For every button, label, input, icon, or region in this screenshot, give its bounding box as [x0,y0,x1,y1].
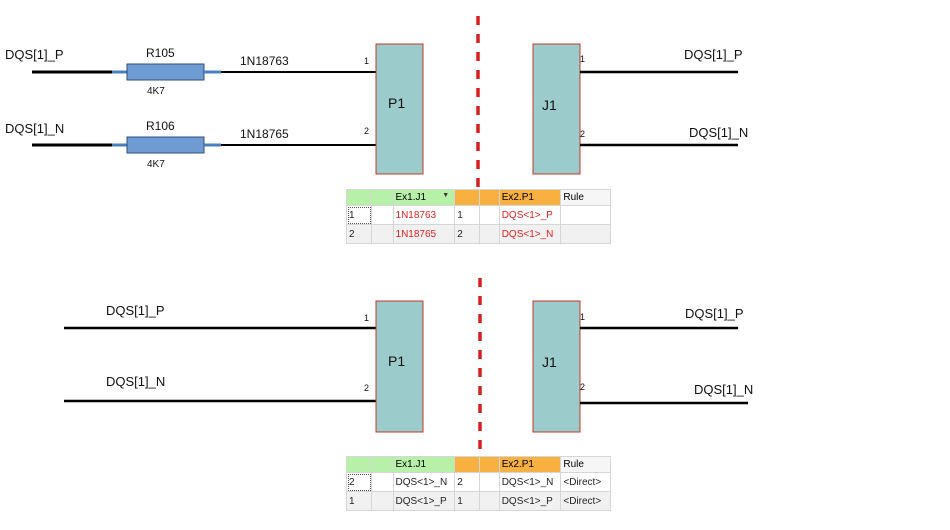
table-cell[interactable] [371,224,394,244]
table-header-cell[interactable]: Ex2.P1 [498,456,562,473]
table-header-row: Ex1.J1 ▼ Ex2.P1 Rule [345,189,611,206]
table-header-cell[interactable]: Ex1.J1 [392,456,456,473]
resistor-r106[interactable] [126,136,205,154]
table-cell[interactable]: DQS<1>_N [392,472,456,492]
table-cell[interactable] [479,205,500,225]
component-label-p1: P1 [388,353,406,369]
table-header-cell [345,456,373,473]
net-label-dqs-p: DQS[1]_P [5,47,64,62]
table-header-row: Ex1.J1 Ex2.P1 Rule [345,456,611,473]
component-label-p1: P1 [388,95,406,111]
table-header-cell[interactable]: Rule [560,189,611,206]
table-cell[interactable]: 2 [345,224,373,244]
table-header-cell [479,456,500,473]
net-label-dqs-n: DQS[1]_N [689,125,749,140]
table-cell[interactable]: DQS<1>_N [498,472,562,492]
table-cell[interactable] [560,224,611,244]
net-name-label: 1N18763 [240,54,289,68]
component-label-j1: J1 [542,97,557,113]
table-header-cell [345,189,373,206]
table-header-cell [371,456,394,473]
table-cell[interactable]: 1N18763 [392,205,456,225]
resistor-ref-label: R106 [146,119,175,133]
pin-number: 2 [580,129,586,139]
pin-number: 2 [364,126,370,136]
resistor-value-label: 4K7 [147,159,165,170]
net-label-dqs-p: DQS[1]_P [106,303,165,318]
table-cell[interactable] [371,205,394,225]
table-row[interactable]: 2 DQS<1>_N 2 DQS<1>_N <Direct> [345,472,611,492]
net-label-dqs-n: DQS[1]_N [5,121,65,136]
table-cell[interactable]: 1 [345,491,373,511]
table-row[interactable]: 1 DQS<1>_P 1 DQS<1>_P <Direct> [345,491,611,511]
component-j1[interactable] [532,43,581,175]
table-cell[interactable]: DQS<1>_N [498,224,562,244]
table-cell[interactable]: DQS<1>_P [498,491,562,511]
table-header-cell [454,456,481,473]
table-cell[interactable]: <Direct> [560,491,611,511]
table-cell[interactable]: 2 [454,472,481,492]
table-header-cell[interactable]: Rule [560,456,611,473]
net-label-dqs-p: DQS[1]_P [684,47,743,62]
table-cell[interactable]: 2 [454,224,481,244]
table-cell[interactable]: 1N18765 [392,224,456,244]
table-header-cell[interactable]: Ex2.P1 [498,189,562,206]
table-cell[interactable]: DQS<1>_P [392,491,456,511]
table-header-cell[interactable]: Ex1.J1 ▼ [392,189,456,206]
net-label-dqs-n: DQS[1]_N [694,382,754,397]
pin-mapping-table: Ex1.J1 ▼ Ex2.P1 Rule 1 1N18763 1 DQS<1>_P… [345,189,611,244]
table-cell[interactable]: DQS<1>_P [498,205,562,225]
pin-number: 1 [580,54,586,64]
pin-number: 2 [580,382,586,392]
table-header-cell [479,189,500,206]
table-row[interactable]: 1 1N18763 1 DQS<1>_P [345,205,611,225]
table-header-cell [371,189,394,206]
table-cell[interactable] [479,491,500,511]
pin-number: 1 [580,312,586,322]
table-cell[interactable]: 1 [345,205,373,225]
net-name-label: 1N18765 [240,127,289,141]
component-p1[interactable] [375,300,424,433]
table-cell[interactable] [560,205,611,225]
pin-number: 1 [364,313,370,323]
table-cell[interactable]: 1 [454,205,481,225]
table-cell[interactable]: <Direct> [560,472,611,492]
table-header-cell [454,189,481,206]
table-row[interactable]: 2 1N18765 2 DQS<1>_N [345,224,611,244]
resistor-r105[interactable] [126,63,205,81]
table-cell[interactable] [479,472,500,492]
table-cell[interactable] [371,491,394,511]
component-j1[interactable] [532,300,581,433]
net-label-dqs-n: DQS[1]_N [106,374,166,389]
table-cell[interactable]: 1 [454,491,481,511]
pin-number: 2 [364,383,370,393]
pin-mapping-table: Ex1.J1 Ex2.P1 Rule 2 DQS<1>_N 2 DQS<1>_N… [345,456,611,511]
pin-number: 1 [364,56,370,66]
table-cell[interactable]: 2 [345,472,373,492]
component-p1[interactable] [375,43,424,175]
net-label-dqs-p: DQS[1]_P [685,306,744,321]
table-cell[interactable] [479,224,500,244]
dropdown-arrow-icon[interactable]: ▼ [442,192,450,199]
resistor-value-label: 4K7 [147,86,165,97]
component-label-j1: J1 [542,354,557,370]
table-cell[interactable] [371,472,394,492]
resistor-ref-label: R105 [146,46,175,60]
header-label: Ex1.J1 [395,192,427,203]
